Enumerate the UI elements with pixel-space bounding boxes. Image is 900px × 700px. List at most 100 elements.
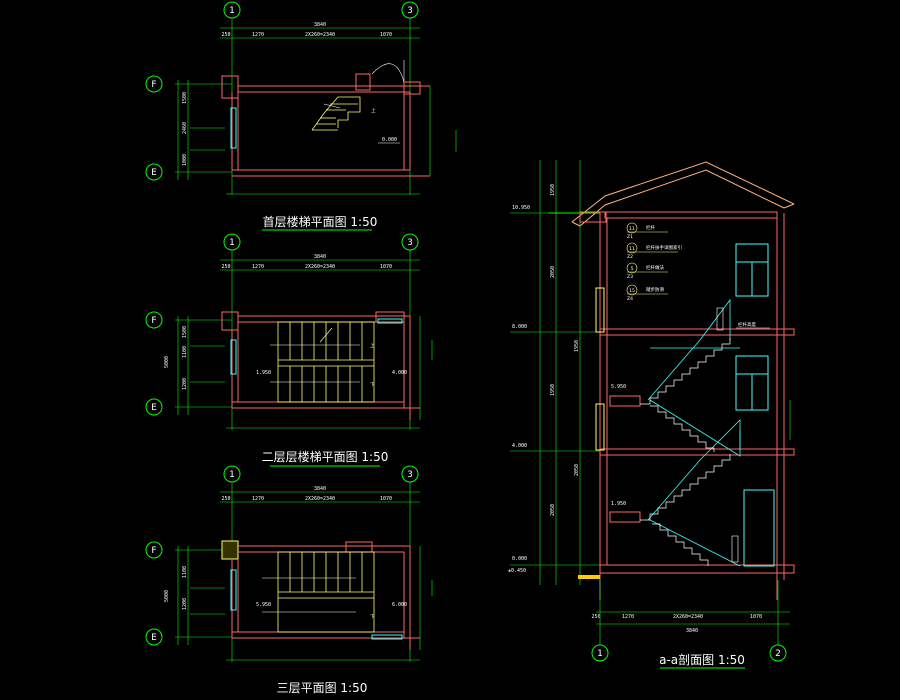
detail-index-num: 5 [631,266,634,272]
axis-label-1: 1 [597,649,603,659]
axis-bubble-F [145,311,163,329]
detail-index-num: 11 [629,226,635,232]
seg-dim: 1070 [380,496,392,502]
axis-label-E: E [151,168,157,178]
seg-dim: 1270 [252,496,264,502]
floor-dim: 1950 [550,184,556,196]
seg-dim: 250 [591,614,600,620]
seg-dim: 1070 [750,614,762,620]
level-label: ±0.450 [508,568,526,574]
ground-strip [578,575,600,579]
axis-label-1: 1 [229,238,235,248]
side-dim: 1500 [182,92,188,104]
axis-bubble-2 [769,644,787,662]
axis-bubble-E [145,163,163,181]
second-floor-plan: 1 3 F E 3840 250 1270 2X260=2340 1070 15… [145,233,433,467]
axis-label-E: E [151,403,157,413]
axis-label-E: E [151,633,157,643]
side-dim: 5000 [164,356,170,368]
side-dim: 5000 [164,590,170,602]
side-dim: 1100 [182,566,188,578]
detail-ref: Z1 [627,234,633,240]
axis-label-2: 2 [775,649,781,659]
axis-bubble-F [145,75,163,93]
axis-label-3: 3 [407,238,413,248]
window [230,339,237,375]
window [371,634,403,640]
level-label: 10.950 [512,205,530,211]
axis-label-3: 3 [407,6,413,16]
overall-dim: 3840 [314,254,326,260]
seg-dim: 1070 [380,264,392,270]
third-floor-plan: 1 3 F E 3840 250 1270 2X260=2340 1070 11… [145,465,433,695]
roof-beam [604,211,778,219]
seg-dim: 2X260=2340 [305,264,335,270]
ground-floor-plan: 1 3 F E 3840 250 1270 2X260=2340 1070 15… [145,1,457,231]
detail-text: 踏步防滑 [646,286,664,293]
axis-label-F: F [151,546,156,556]
level-label: 1.950 [256,370,271,376]
stair-flight [311,96,361,131]
seg-dim: 1270 [622,614,634,620]
side-dim: 1500 [182,326,188,338]
plan-title: 二层层楼梯平面图 1:50 [262,449,389,464]
side-dim: 1200 [182,598,188,610]
railing-label: 栏杆高度 [738,321,756,328]
window-elevation [735,243,775,567]
section-stair [647,298,741,567]
seg-dim: 2X260=2340 [305,496,335,502]
door-swing [371,63,405,83]
detail-index-bubble [626,242,638,254]
axis-label-1: 1 [229,470,235,480]
detail-notes: 11 Z1 栏杆 11 Z2 栏杆扶手详图索引 5 Z3 栏杆做法 15 Z4 … [626,222,682,302]
level-label: 4.000 [512,443,527,449]
level-label: 8.000 [512,324,527,330]
floor-dim: 2050 [550,504,556,516]
axis-label-1: 1 [229,6,235,16]
window [595,403,605,451]
overall-dim: 3840 [314,486,326,492]
detail-index-bubble [626,262,638,274]
seg-dim: 250 [221,264,230,270]
level-label: 6.000 [392,602,407,608]
plan-title: 三层平面图 1:50 [277,681,368,695]
detail-text: 栏杆 [646,224,655,231]
axis-label-F: F [151,316,156,326]
wall [221,311,239,331]
floor-dim: 1950 [574,340,580,352]
side-dim: 1000 [182,154,188,166]
overall-dim: 3840 [314,22,326,28]
detail-index-bubble [626,284,638,296]
axis-bubble-F [145,541,163,559]
side-dim: 1100 [182,346,188,358]
seg-dim: 1270 [252,264,264,270]
seg-dim: 250 [221,496,230,502]
detail-ref: Z2 [627,254,633,260]
window [230,569,237,611]
level-label: 5.950 [611,384,626,390]
detail-text: 栏杆做法 [646,264,664,271]
section-title: a-a剖面图 1:50 [659,653,745,667]
detail-ref: Z4 [627,296,633,302]
side-dim: 1200 [182,378,188,390]
floor-dim: 2050 [574,464,580,476]
section-a-a: 10.950 8.000 4.000 0.000 ±0.450 5.950 1.… [508,160,795,669]
floor-dim: 2050 [550,266,556,278]
overall-dim: 3840 [686,628,698,634]
seg-dim: 1070 [380,32,392,38]
window [230,107,237,149]
level-label: 0.000 [382,137,397,143]
seg-dim: 1270 [252,32,264,38]
wall [221,75,239,99]
roof [571,161,795,227]
down-label: 下 [370,614,375,620]
floor-dim: 1950 [550,384,556,396]
axis-label-3: 3 [407,470,413,480]
detail-index-num: 15 [629,288,635,294]
window [377,318,403,324]
seg-dim: 2X260=2340 [673,614,703,620]
detail-text: 栏杆扶手详图索引 [646,244,682,251]
axis-label-F: F [151,80,156,90]
axis-bubble-1 [591,644,609,662]
